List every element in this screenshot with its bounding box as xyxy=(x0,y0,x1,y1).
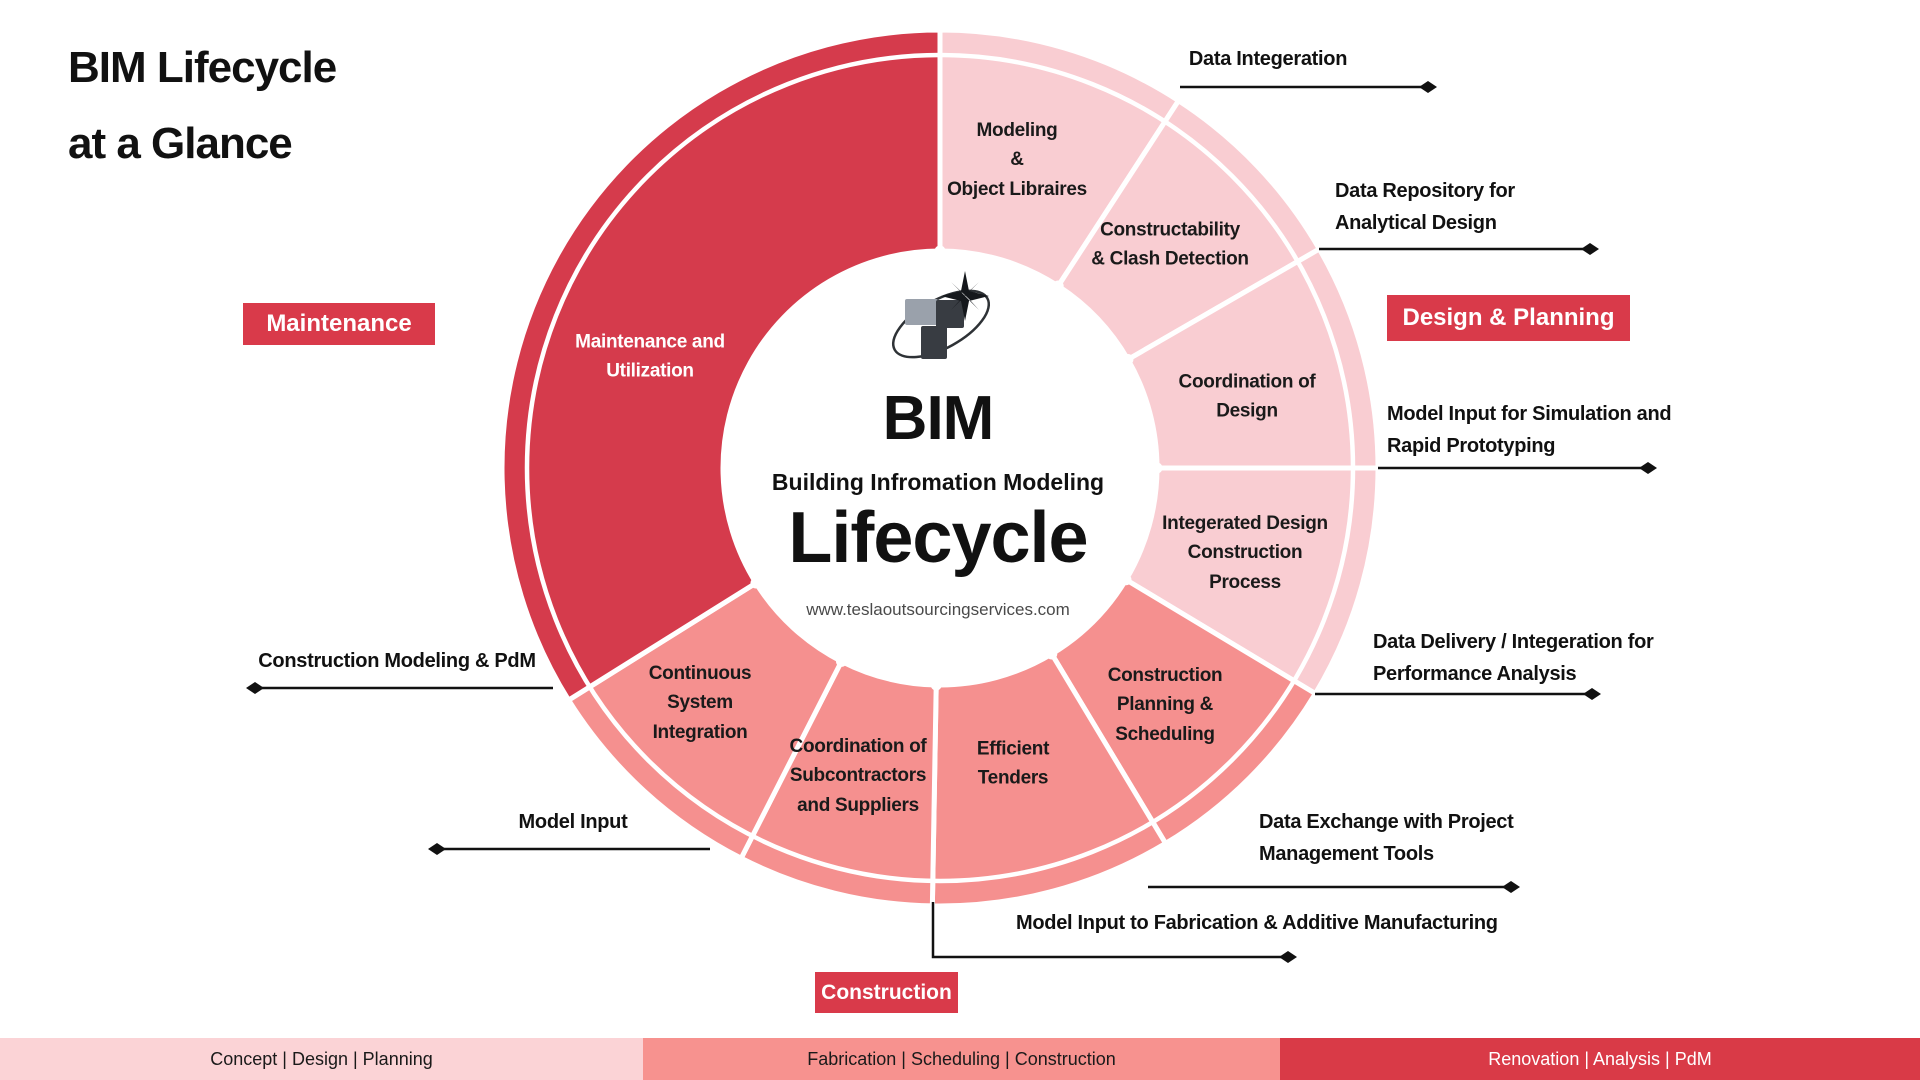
segment-boundary-dot xyxy=(750,577,762,589)
page-title-line1: BIM Lifecycle xyxy=(68,43,337,92)
center-website-url: www.teslaoutsourcingservices.com xyxy=(806,600,1070,619)
segment-boundary-dot xyxy=(1120,574,1132,586)
callout-arrow-diamond-icon xyxy=(428,843,446,855)
callout-arrow-diamond-icon xyxy=(1502,881,1520,893)
footer-section-concept-design-planning: Concept | Design | Planning xyxy=(0,1038,643,1080)
center-acronym: BIM xyxy=(882,384,995,453)
callout-arrow-diamond-icon xyxy=(246,682,264,694)
accent-ring xyxy=(524,52,1356,884)
footer-section-fabrication-scheduling-construction: Fabrication | Scheduling | Construction xyxy=(643,1038,1280,1080)
logo-sparkle-icon xyxy=(941,271,989,321)
segment-boundary-dot xyxy=(1151,462,1163,474)
logo-dark-bar xyxy=(921,326,947,359)
callout-line-model-input-fabrication xyxy=(931,902,1288,959)
segment-boundary-dot xyxy=(835,655,847,667)
footer-section-renovation-analysis-pdm: Renovation | Analysis | PdM xyxy=(1280,1038,1920,1080)
segment-boundary-dot xyxy=(1046,648,1058,660)
page-title-line2: at a Glance xyxy=(68,119,293,168)
center-hub-circle xyxy=(723,251,1157,685)
design-planning-badge: Design & Planning xyxy=(1387,295,1630,341)
segment-boundary-dot xyxy=(930,679,942,691)
callout-arrow-diamond-icon xyxy=(1279,951,1297,963)
logo-gray-square xyxy=(905,299,938,325)
footer-phase-bar: Concept | Design | Planning Fabrication … xyxy=(0,1038,1920,1080)
tesla-logo-icon xyxy=(891,271,991,359)
center-subtitle: Building Infromation Modeling xyxy=(771,469,1105,495)
center-title: Lifecycle xyxy=(788,498,1088,578)
callout-arrow-diamond-icon xyxy=(1639,462,1657,474)
callout-arrow-diamond-icon xyxy=(1581,243,1599,255)
construction-badge: Construction xyxy=(815,972,958,1013)
segment-boundary-dot xyxy=(1052,280,1064,292)
segment-boundary-dot xyxy=(934,245,946,257)
callout-arrow-diamond-icon xyxy=(1419,81,1437,93)
callout-arrow-diamond-icon xyxy=(1583,688,1601,700)
segment-boundary-dot xyxy=(1122,354,1134,365)
maintenance-badge: Maintenance xyxy=(243,303,435,345)
logo-dark-square xyxy=(936,300,964,328)
